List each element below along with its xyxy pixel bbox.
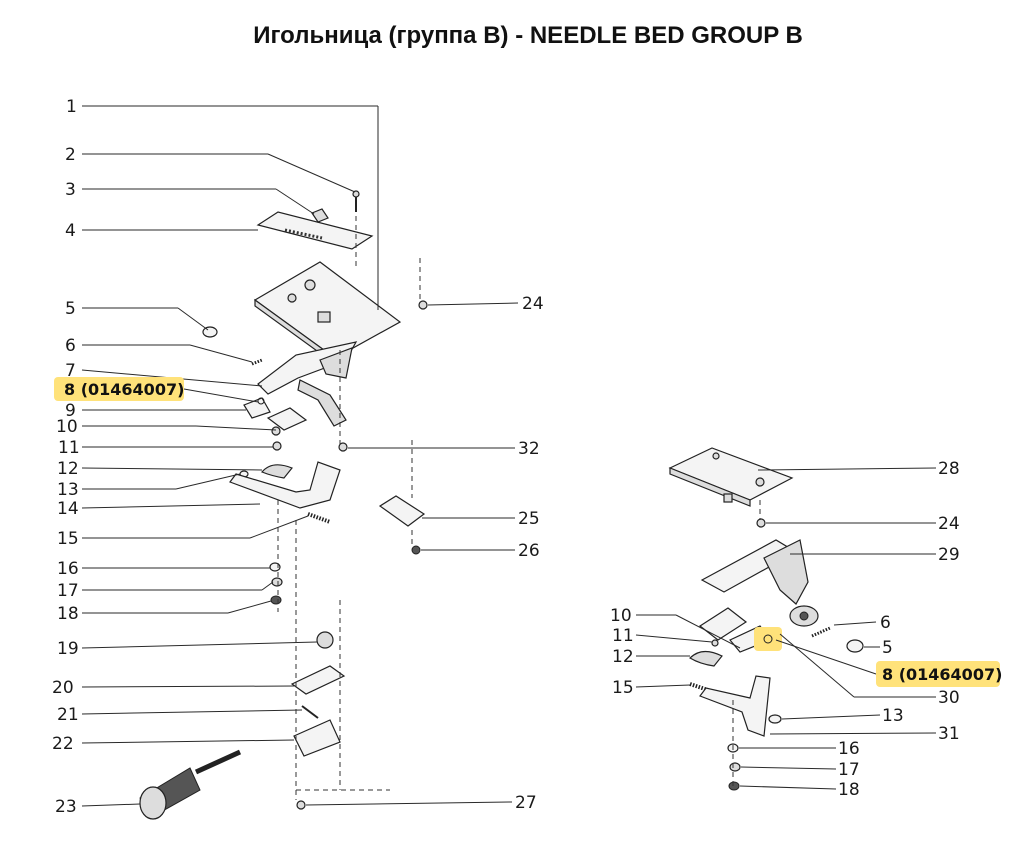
label-11: 11 [58,438,80,458]
label-4: 4 [65,221,76,241]
label-18-right: 18 [838,780,860,800]
label-8-part-number: 8 (01464007) [64,380,184,399]
right-part-labels: 28 24 29 6 5 8 (01464007) 30 13 31 16 17… [610,459,1002,800]
label-26: 26 [518,541,540,561]
label-11-right: 11 [612,626,634,646]
label-29: 29 [938,545,960,565]
label-1: 1 [66,97,77,117]
label-6-right: 6 [880,613,891,633]
right-assembly-drawing [668,447,864,791]
label-31: 31 [938,724,960,744]
label-13-right: 13 [882,706,904,726]
label-18: 18 [57,604,79,624]
label-8-part-number-right: 8 (01464007) [882,665,1002,684]
label-17: 17 [57,581,79,601]
label-14: 14 [57,499,79,519]
label-7: 7 [65,361,76,381]
label-10: 10 [56,417,78,437]
label-2: 2 [65,145,76,165]
diagram-title: Игольница (группа B) - NEEDLE BED GROUP … [253,22,803,49]
label-3: 3 [65,180,76,200]
highlight-part-8-left [54,377,184,401]
label-24-left: 24 [522,294,544,314]
highlight-part-8-right-marker [754,627,782,651]
label-9: 9 [65,401,76,421]
label-12: 12 [57,459,79,479]
label-20: 20 [52,678,74,698]
label-5: 5 [65,299,76,319]
label-15: 15 [57,529,79,549]
label-27: 27 [515,793,537,813]
label-19: 19 [57,639,79,659]
label-5-right: 5 [882,638,893,658]
label-16-right: 16 [838,739,860,759]
label-15-right: 15 [612,678,634,698]
left-leader-lines [81,105,519,807]
label-30: 30 [938,688,960,708]
left-assembly-drawing [139,190,428,820]
label-24-right: 24 [938,514,960,534]
label-23: 23 [55,797,77,817]
label-25: 25 [518,509,540,529]
label-22: 22 [52,734,74,754]
label-6: 6 [65,336,76,356]
right-leader-lines [635,467,937,790]
label-32: 32 [518,439,540,459]
highlight-part-8-right [876,661,1000,687]
label-28: 28 [938,459,960,479]
label-10-right: 10 [610,606,632,626]
label-16: 16 [57,559,79,579]
left-part-labels: 1 2 3 4 5 6 7 8 (01464007) 9 10 11 12 13… [52,97,544,817]
label-21: 21 [57,705,79,725]
label-13: 13 [57,480,79,500]
label-17-right: 17 [838,760,860,780]
label-12-right: 12 [612,647,634,667]
